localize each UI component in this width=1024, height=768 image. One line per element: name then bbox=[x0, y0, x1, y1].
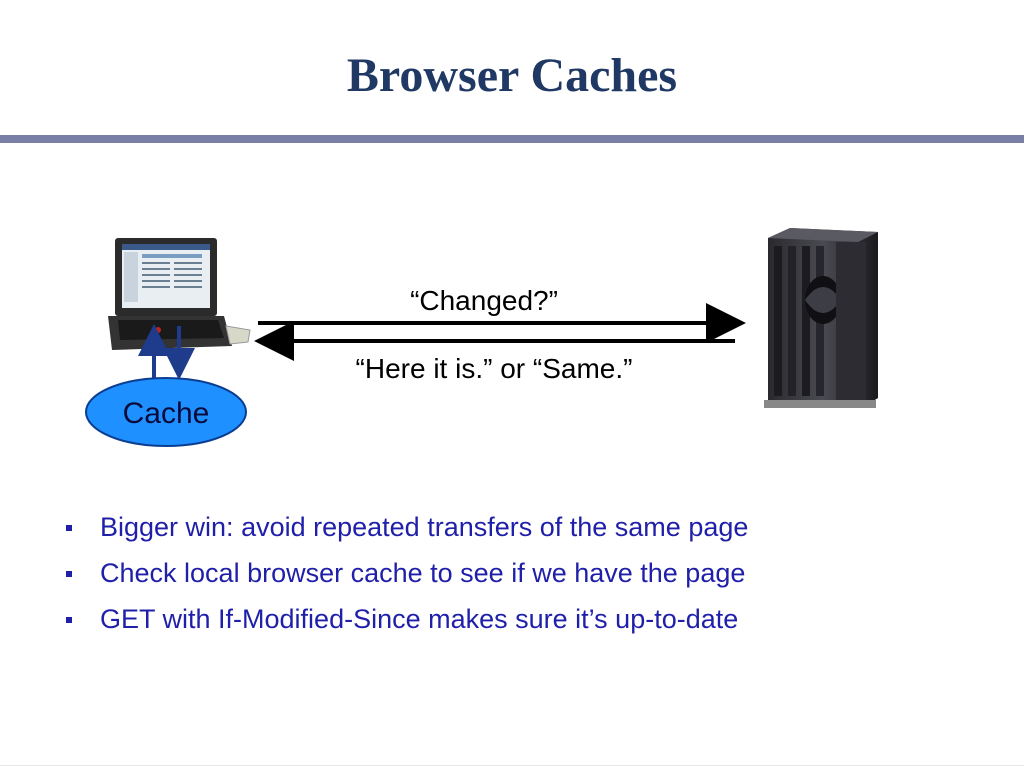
bullet-text: Bigger win: avoid repeated transfers of … bbox=[100, 512, 749, 542]
cache-diagram: “Changed?” “Here it is.” or “Same.” Cach… bbox=[85, 228, 878, 447]
bullet-text: Check local browser cache to see if we h… bbox=[100, 558, 746, 588]
cache-label: Cache bbox=[123, 397, 210, 430]
bullet-list: Bigger win: avoid repeated transfers of … bbox=[62, 510, 982, 648]
request-label: “Changed?” bbox=[410, 285, 558, 316]
title-divider bbox=[0, 135, 1024, 143]
bullet-marker bbox=[66, 617, 72, 623]
bullet-item: GET with If-Modified-Since makes sure it… bbox=[62, 602, 982, 636]
footer-divider bbox=[0, 765, 1024, 766]
server-icon bbox=[764, 228, 878, 408]
bullet-item: Check local browser cache to see if we h… bbox=[62, 556, 982, 590]
bullet-item: Bigger win: avoid repeated transfers of … bbox=[62, 510, 982, 544]
bullet-text: GET with If-Modified-Since makes sure it… bbox=[100, 604, 739, 634]
bullet-marker bbox=[66, 525, 72, 531]
response-label: “Here it is.” or “Same.” bbox=[356, 353, 633, 384]
bullet-marker bbox=[66, 571, 72, 577]
slide-title: Browser Caches bbox=[346, 49, 678, 102]
